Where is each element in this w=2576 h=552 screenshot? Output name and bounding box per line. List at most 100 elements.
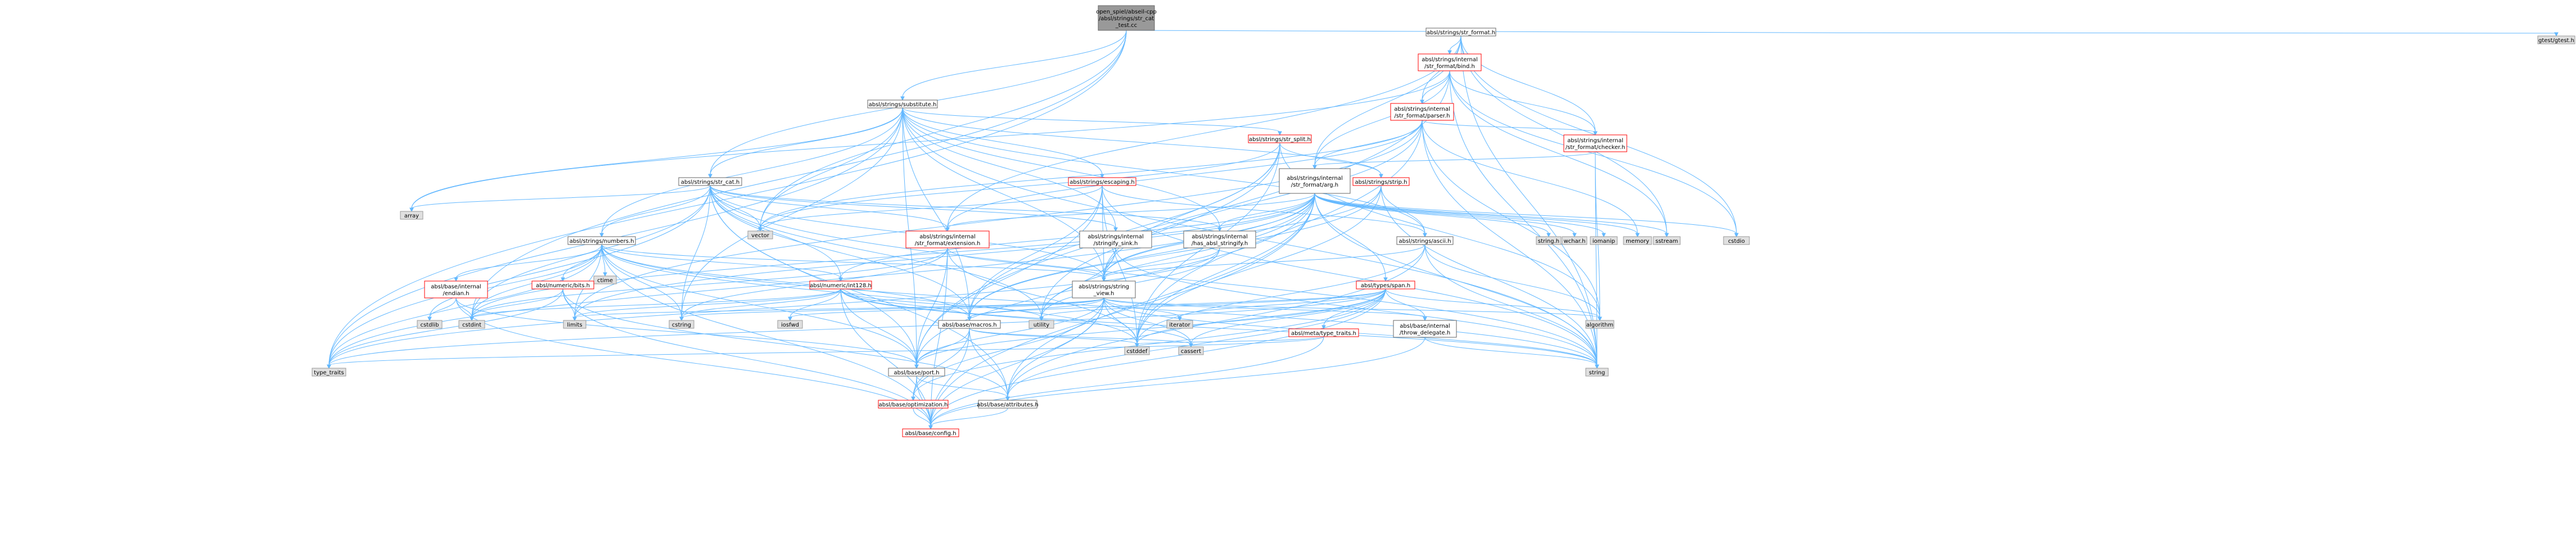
node-bind[interactable]: absl/strings/internal/str_format/bind.h	[1418, 53, 1482, 71]
node-box	[458, 320, 485, 329]
dependency-edge	[708, 107, 903, 179]
node-throw-delegate[interactable]: absl/base/internal/throw_delegate.h	[1393, 320, 1457, 338]
edge-line	[916, 288, 1386, 366]
node-array[interactable]: array	[400, 211, 423, 220]
edge-line	[1102, 185, 1425, 234]
edge-line	[1460, 35, 1596, 133]
node-endian[interactable]: absl/base/internal/endian.h	[424, 280, 488, 298]
node-substitute[interactable]: absl/strings/substitute.h	[867, 99, 938, 108]
node-utility[interactable]: utility	[1028, 320, 1054, 329]
dependency-edge	[1447, 35, 1461, 55]
node-numbers[interactable]: absl/strings/numbers.h	[567, 236, 636, 245]
edge-line	[1136, 120, 1423, 345]
node-iomanip[interactable]: iomanip	[1590, 236, 1618, 245]
edge-line	[1385, 288, 1600, 318]
dependency-edge	[710, 185, 1010, 401]
node-label: sstream	[1655, 238, 1678, 245]
node-string-view[interactable]: absl/strings/string_view.h	[1072, 280, 1136, 298]
dependency-edge	[1314, 193, 1388, 282]
node-memory[interactable]: memory	[1623, 236, 1652, 245]
edge-line	[1314, 193, 1386, 279]
edge-line	[455, 297, 917, 366]
node-cstddef[interactable]: cstddef	[1124, 346, 1150, 355]
edge-line	[1179, 288, 1386, 318]
edge-arrowhead	[1383, 277, 1388, 282]
node-label: /stringify_sink.h	[1094, 241, 1138, 247]
node-iterator[interactable]: iterator	[1166, 320, 1193, 329]
dependency-edge	[561, 244, 602, 282]
node-label: iterator	[1169, 322, 1190, 328]
node-str-cat[interactable]: absl/strings/str_cat.h	[678, 177, 742, 186]
dependency-edge	[679, 297, 1104, 322]
node-wchar[interactable]: wchar.h	[1562, 236, 1587, 245]
node-parser[interactable]: absl/strings/internal/str_format/parser.…	[1390, 103, 1454, 121]
node-label: _test.cc	[1115, 22, 1137, 29]
dependency-edge	[710, 185, 1118, 232]
node-label: cstdint	[462, 322, 481, 328]
edge-arrowhead	[928, 425, 933, 430]
edge-line	[947, 193, 1315, 229]
edge-line	[902, 107, 1280, 133]
node-optimization[interactable]: absl/base/optimization.h	[878, 400, 949, 409]
node-cstdio[interactable]: cstdio	[1723, 236, 1750, 245]
node-limits[interactable]: limits	[563, 320, 587, 329]
edge-line	[1449, 70, 1667, 234]
edge-arrowhead	[599, 233, 604, 238]
node-ascii[interactable]: absl/strings/ascii.h	[1396, 236, 1454, 245]
edge-line	[574, 193, 1315, 318]
edge-arrowhead	[1113, 227, 1118, 232]
node-vector[interactable]: vector	[747, 230, 773, 239]
edge-line	[471, 30, 1127, 318]
node-has-stringify[interactable]: absl/strings/internal/has_absl_stringify…	[1183, 230, 1256, 248]
edge-arrowhead	[1100, 174, 1104, 179]
node-port[interactable]: absl/base/port.h	[888, 368, 945, 377]
node-algorithm[interactable]: algorithm	[1585, 320, 1614, 329]
node-type-traits[interactable]: type_traits	[312, 368, 346, 377]
node-str-format[interactable]: absl/strings/str_format.h	[1425, 28, 1496, 37]
node-escaping[interactable]: absl/strings/escaping.h	[1068, 177, 1136, 186]
node-string[interactable]: string	[1585, 368, 1609, 377]
edge-line	[710, 185, 841, 279]
node-iosfwd[interactable]: iosfwd	[777, 320, 803, 329]
node-label: absl/base/attributes.h	[977, 402, 1038, 408]
node-box	[1723, 236, 1750, 245]
edge-line	[1279, 142, 1382, 175]
node-checker[interactable]: absl/strings/internal/str_format/checker…	[1563, 134, 1627, 152]
edge-line	[574, 297, 1104, 318]
node-strip[interactable]: absl/strings/strip.h	[1352, 177, 1410, 186]
node-config[interactable]: absl/base/config.h	[902, 428, 959, 437]
node-cstdlib[interactable]: cstdlib	[417, 320, 443, 329]
node-bits[interactable]: absl/numeric/bits.h	[531, 280, 594, 289]
edge-arrowhead	[1379, 174, 1383, 179]
edge-line	[1385, 288, 1425, 318]
node-box	[1352, 177, 1410, 186]
node-ctime[interactable]: ctime	[593, 275, 617, 284]
node-cstdint[interactable]: cstdint	[458, 320, 485, 329]
node-int128[interactable]: absl/numeric/int128.h	[809, 280, 872, 289]
node-gtest[interactable]: gtest/gtest.h	[2537, 35, 2575, 44]
node-span[interactable]: absl/types/span.h	[1356, 280, 1415, 289]
edge-line	[1381, 185, 1598, 366]
dependency-edge	[470, 288, 841, 322]
node-arg[interactable]: absl/strings/internal/str_format/arg.h	[1279, 168, 1351, 194]
edge-line	[574, 120, 1423, 318]
node-cassert[interactable]: cassert	[1178, 346, 1204, 355]
node-str-split[interactable]: absl/strings/str_split.h	[1248, 134, 1312, 143]
node-cstring[interactable]: cstring	[669, 320, 694, 329]
dependency-edge	[327, 336, 1324, 369]
node-extension[interactable]: absl/strings/internal/str_format/extensi…	[905, 230, 990, 248]
edge-line	[902, 107, 1116, 229]
edge-arrowhead	[1278, 131, 1282, 136]
dependency-edge	[914, 297, 1104, 369]
node-macros[interactable]: absl/base/macros.h	[938, 320, 1001, 329]
node-attributes[interactable]: absl/base/attributes.h	[977, 400, 1039, 409]
node-sstream[interactable]: sstream	[1653, 236, 1681, 245]
node-label: cstdio	[1728, 238, 1745, 245]
dependency-edge	[1424, 244, 1602, 322]
edge-line	[601, 244, 1598, 366]
dependency-edge	[1217, 193, 1315, 232]
node-stringify-sink[interactable]: absl/strings/internal/stringify_sink.h	[1079, 230, 1152, 248]
node-label: absl/strings/strip.h	[1355, 179, 1407, 185]
node-string-h[interactable]: string.h	[1536, 236, 1562, 245]
node-meta-type-traits[interactable]: absl/meta/type_traits.h	[1288, 328, 1359, 337]
